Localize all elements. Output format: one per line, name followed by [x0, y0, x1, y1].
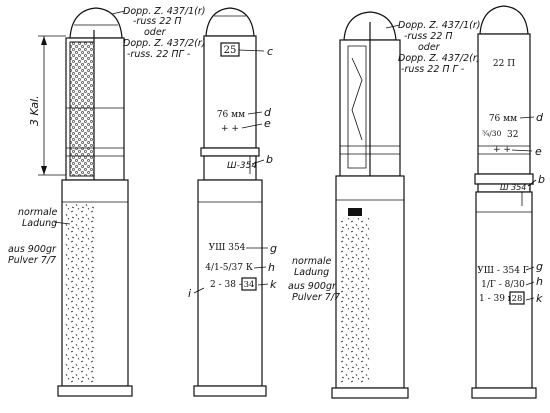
left-charge-2: Ladung	[22, 218, 57, 229]
right-cutaway-round	[331, 11, 409, 399]
right-band-mark: Ш 354 Г	[500, 183, 534, 192]
left-cutaway-round	[57, 7, 133, 397]
right-plus-mark: + +	[493, 145, 511, 155]
right-letter-e: e	[535, 145, 542, 158]
left-letter-d: d	[264, 106, 272, 119]
right-fuze-label-2: -russ 22 П	[404, 31, 453, 42]
right-case-mark-3: 1 - 39 г	[479, 294, 513, 304]
right-fuze-or: oder	[418, 42, 441, 53]
left-band-mark: Ш-354	[227, 161, 257, 171]
left-fuze-label-1: Dopp. Z. 437/1(r)	[123, 6, 205, 17]
left-fuze-label-4: -russ. 22 ПГ -	[127, 49, 191, 60]
left-letter-c: c	[267, 45, 273, 58]
right-case-mark-1: УШ - 354 Г	[477, 266, 529, 276]
left-letter-g: g	[270, 242, 277, 255]
left-charge-4: Pulver 7/7	[8, 255, 56, 266]
right-fraction-mark: ¾/30	[482, 129, 502, 138]
left-letter-i: i	[188, 287, 191, 300]
left-box-mark: 25	[224, 45, 237, 56]
right-letter-k: k	[536, 292, 543, 305]
left-case-mark-1: УШ 354	[209, 243, 246, 253]
right-letter-b: b	[538, 173, 545, 186]
right-exterior-round	[471, 5, 537, 399]
right-charge-3: aus 900gr	[288, 281, 337, 292]
right-case-mark-2: 1/Г - 8/30	[481, 280, 525, 290]
right-number-mark: 32	[507, 130, 518, 140]
left-fuze-label-3: Dopp. Z. 437/2(r)	[123, 38, 205, 49]
left-caliber-mark: 76 мм	[217, 110, 245, 120]
right-charge-2: Ladung	[294, 267, 329, 278]
right-fuze-label-4: -russ 22 П Г -	[401, 64, 465, 75]
left-plus-mark: + +	[221, 124, 239, 134]
left-letter-b: b	[266, 153, 273, 166]
left-fuze-label-2: -russ 22 П	[133, 16, 182, 27]
right-caliber-mark: 76 мм	[489, 114, 517, 124]
left-letter-k: k	[270, 278, 277, 291]
left-case-mark-2: 4/1-5/37 К	[205, 263, 253, 273]
caliber-note: 3 Kal.	[28, 95, 41, 126]
right-fuze-mark: 22 П	[493, 59, 515, 69]
left-case-mark-box: 34	[244, 280, 255, 290]
right-letter-h: h	[536, 275, 543, 288]
left-letter-h: h	[268, 261, 275, 274]
right-fuze-label-1: Dopp. Z. 437/1(r)	[398, 20, 480, 31]
left-charge-1: normale	[18, 207, 57, 218]
left-fuze-or: oder	[144, 27, 167, 38]
right-letter-d: d	[536, 111, 544, 124]
left-exterior-round	[193, 7, 267, 397]
right-fuze-label-3: Dopp. Z. 437/2(r)	[398, 53, 480, 64]
left-case-mark-3: 2 - 38 -	[210, 280, 242, 290]
right-letter-g: g	[536, 260, 543, 273]
caliber-dimension: 3 Kal.	[28, 35, 66, 176]
left-letter-e: e	[264, 117, 271, 130]
right-case-mark-box: 28	[512, 294, 523, 304]
left-charge-3: aus 900gr	[8, 244, 57, 255]
right-charge-4: Pulver 7/7	[292, 292, 340, 303]
right-charge-1: normale	[292, 256, 331, 267]
